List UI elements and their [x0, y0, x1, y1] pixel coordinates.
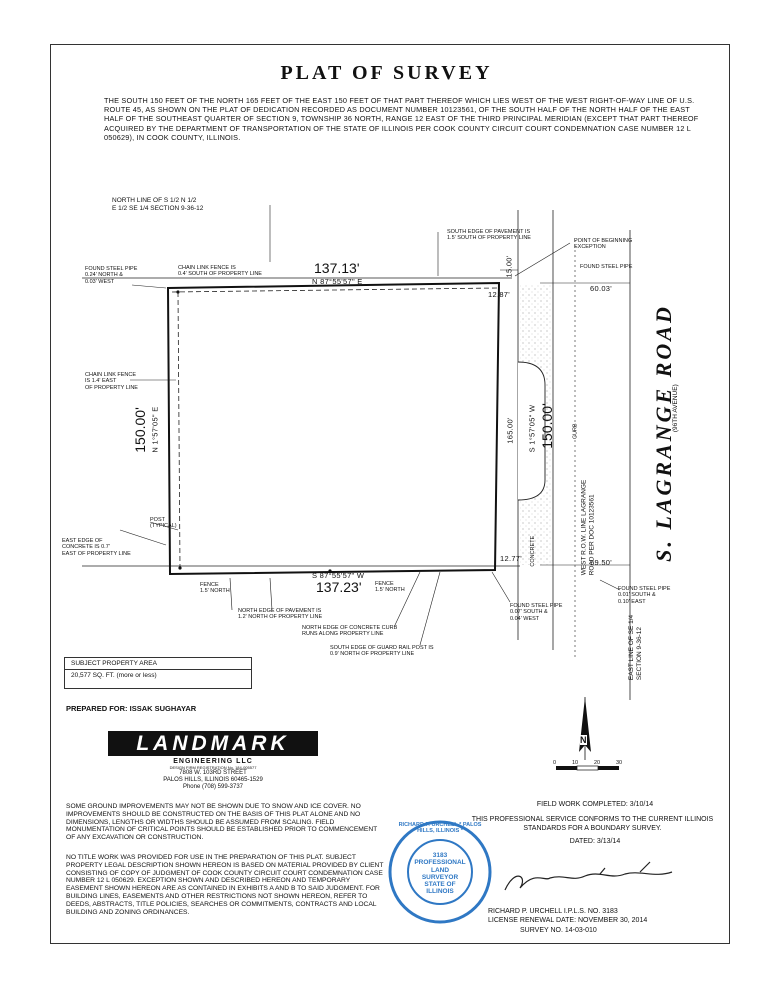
bearing-south: S 87°55'57" W [312, 571, 365, 580]
fence-s-label: FENCE 1.5' NORTH [375, 581, 405, 594]
scale-label-30: 30 [616, 760, 623, 766]
post-typical-label: POST (TYPICAL) [150, 517, 177, 530]
road-alt-name: (96TH AVENUE) [671, 384, 679, 433]
dim-west: 150.00' [131, 407, 148, 453]
south-edge-guard-label: SOUTH EDGE OF GUARD RAIL POST IS 0.9' NO… [330, 645, 434, 658]
seal-line-3: SURVEYOR [421, 873, 459, 881]
certification-statement: THIS PROFESSIONAL SERVICE CONFORMS TO TH… [471, 816, 714, 832]
point-of-beginning-label: POINT OF BEGINNING EXCEPTION [574, 238, 633, 251]
company-sub: ENGINEERING LLC [173, 758, 253, 765]
north-label: N [580, 735, 587, 745]
prepared-for: PREPARED FOR: ISSAK SUGHAYAR [66, 704, 197, 713]
signature-mark [504, 861, 673, 891]
dim-east: 150.00' [538, 403, 555, 449]
scale-label-10: 10 [572, 760, 579, 766]
dim-165: 165.00' [505, 417, 515, 444]
date-signed: DATED: 3/13/14 [569, 838, 621, 845]
title-work-note: NO TITLE WORK WAS PROVIDED FOR USE IN TH… [66, 854, 384, 916]
survey-sheet-border [50, 44, 730, 944]
road-name: S. LAGRANGE ROAD [650, 304, 676, 562]
curb-label: CURB [572, 423, 579, 439]
seal-ring-text: RICHARD P. URCHELL * PALOS HILLS, ILLINO… [398, 822, 482, 834]
bearing-north: N 87°55'57" E [312, 277, 363, 286]
seal-center: 3183 PROFESSIONAL LAND SURVEYOR STATE OF… [410, 852, 470, 896]
scale-label-0: 0 [553, 760, 557, 766]
design-registration: DESIGN FIRM REGISTRATION No. 184-005577 [169, 765, 257, 770]
surveyor-seal-icon [388, 820, 492, 924]
east-line-label: EAST LINE OF SE 1/4 SECTION 9-36-12 [628, 614, 643, 681]
dim-5950: 59.50' [590, 558, 613, 567]
legal-description: THE SOUTH 150 FEET OF THE NORTH 165 FEET… [104, 96, 699, 142]
row-line-label: WEST R.O.W. LINE LAGRANGE ROAD PER DOC 1… [580, 479, 595, 576]
seal-line-2: LAND [430, 866, 450, 874]
concrete-label: CONCRETE [530, 535, 537, 567]
page-title: PLAT OF SURVEY [280, 62, 493, 84]
company-logo: LANDMARK [108, 731, 318, 756]
north-edge-pavement-label: NORTH EDGE OF PAVEMENT IS 1.2' NORTH OF … [238, 608, 323, 621]
found-pipe-ne-label: FOUND STEEL PIPE [580, 264, 633, 270]
north-line-label: NORTH LINE OF S 1/2 N 1/2 E 1/2 SE 1/4 S… [112, 197, 204, 212]
chain-link-west-label: CHAIN LINK FENCE IS 1.4' EAST OF PROPERT… [85, 372, 138, 391]
found-pipe-s-label: FOUND STEEL PIPE 0.07' SOUTH & 0.04' WES… [510, 603, 563, 622]
seal-number: 3183 [432, 852, 448, 859]
phone: Phone (708) 599-3737 [182, 784, 244, 790]
parcel-boundary [166, 281, 501, 576]
dim-1277: 12.77' [500, 554, 523, 563]
dim-south: 137.23' [316, 579, 362, 595]
signer-name: RICHARD P. URCHELL I.P.L.S. No. 3183 [488, 908, 618, 915]
dim-6003: 60.03' [590, 284, 613, 293]
field-work-completed: FIELD WORK COMPLETED: 3/10/14 [536, 801, 654, 808]
area-box: SUBJECT PROPERTY AREA 20,577 SQ. FT. (mo… [64, 657, 252, 689]
seal-line-4: STATE OF [424, 881, 456, 889]
dim-1500: 15.00' [504, 255, 514, 278]
south-edge-pavement-label: SOUTH EDGE OF PAVEMENT IS 1.5' SOUTH OF … [447, 229, 531, 242]
address-line-1: 7808 W. 103RD STREET [179, 770, 247, 776]
company-details: ENGINEERING LLC DESIGN FIRM REGISTRATION… [108, 758, 318, 791]
dim-1287: 12.87' [488, 290, 511, 299]
found-pipe-nw-label: FOUND STEEL PIPE 0.24' NORTH & 0.03' WES… [85, 266, 138, 285]
east-edge-concrete-label: EAST EDGE OF CONCRETE IS 0.7' EAST OF PR… [62, 538, 131, 557]
north-edge-curb-label: NORTH EDGE OF CONCRETE CURB RUNS ALONG P… [302, 625, 398, 638]
scale-label-20: 20 [594, 760, 601, 766]
address-line-2: PALOS HILLS, ILLINOIS 60465-1529 [163, 777, 263, 783]
dim-north: 137.13' [314, 260, 360, 276]
seal-line-5: ILLINOIS [426, 888, 454, 896]
fence-sw-label: FENCE 1.5' NORTH [200, 582, 230, 595]
area-label: SUBJECT PROPERTY AREA [71, 660, 157, 667]
seal-line-1: PROFESSIONAL [414, 859, 466, 867]
found-pipe-se-label: FOUND STEEL PIPE 0.01' SOUTH & 0.10' EAS… [618, 586, 671, 605]
bearing-east: S 1°57'05" W [527, 404, 537, 453]
survey-number: SURVEY No. 14-03-010 [520, 927, 597, 934]
chain-link-north-label: CHAIN LINK FENCE IS 0.4' SOUTH OF PROPER… [178, 265, 262, 278]
license-renewal: LICENSE RENEWAL DATE: NOVEMBER 30, 2014 [488, 917, 648, 924]
area-value: 20,577 SQ. FT. (more or less) [65, 669, 251, 681]
ground-improvements-note: SOME GROUND IMPROVEMENTS MAY NOT BE SHOW… [66, 803, 378, 842]
bearing-west: N 1°57'05" E [150, 406, 160, 453]
